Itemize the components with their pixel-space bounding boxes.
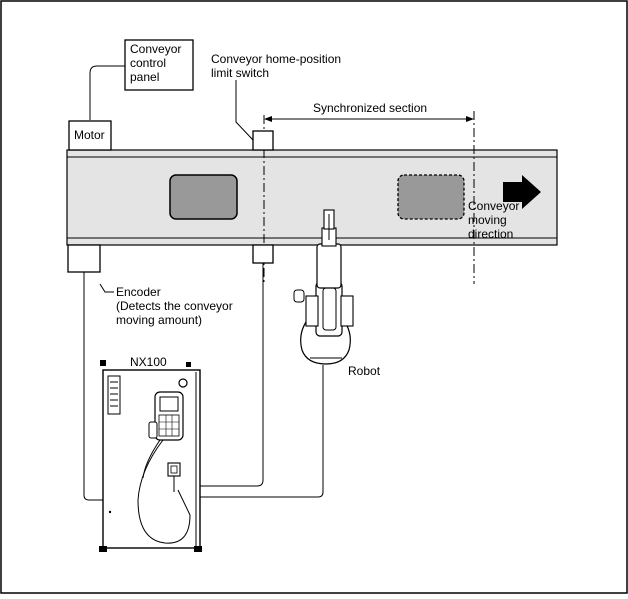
conveyor-direction-label: Conveyor moving direction — [468, 199, 523, 241]
robot — [293, 209, 354, 365]
pendant-cable — [137, 439, 191, 544]
controller-mark-right — [186, 362, 191, 367]
robot-upper-arm — [316, 243, 342, 289]
workpiece-current — [169, 174, 238, 220]
control-panel-cable — [89, 65, 125, 120]
pendant-connector — [167, 462, 181, 477]
sync-arrow-left-icon — [264, 116, 272, 122]
controller-mark-left — [100, 360, 106, 366]
conveyor-control-panel: Conveyor control panel — [124, 39, 194, 91]
encoder-label: Encoder (Detects the conveyor moving amo… — [116, 285, 236, 327]
pendant-keypad — [158, 414, 180, 437]
limit-switch-cable — [200, 263, 264, 487]
robot-shoulder-left — [305, 295, 319, 327]
controller-foot-right — [194, 546, 202, 552]
pendant-grip — [148, 421, 158, 439]
robot-lower-arm-inner — [322, 287, 337, 331]
pendant-cable-inner — [142, 439, 161, 479]
limit-switch-label: Conveyor home-position limit switch — [211, 52, 344, 80]
controller-foot-left — [99, 546, 107, 552]
controller-switch-panel — [107, 375, 121, 415]
encoder-cable — [83, 272, 104, 501]
power-switch-icon — [178, 378, 188, 388]
motor-box — [68, 120, 112, 151]
limit-switch-leader — [235, 80, 254, 141]
sync-arrow-right-icon — [466, 116, 474, 122]
limit-switch-bottom — [252, 244, 274, 264]
pendant-screen — [159, 396, 179, 412]
workpiece-target — [397, 174, 465, 220]
motor-label: Motor — [74, 128, 105, 142]
limit-switch-top — [252, 130, 274, 151]
conveyor — [66, 149, 558, 246]
controller-label: NX100 — [130, 355, 167, 369]
robot-motor-cap — [293, 289, 305, 303]
conveyor-body — [66, 149, 558, 246]
programming-pendant — [148, 391, 184, 441]
encoder-box — [67, 244, 101, 273]
robot-cable — [200, 365, 324, 498]
control-panel-box — [124, 39, 194, 91]
control-panel-label: Conveyor control panel — [130, 42, 185, 84]
encoder-leader — [99, 283, 114, 293]
sync-section-label: Synchronized section — [313, 101, 427, 115]
controller-cabinet: NX100 — [99, 355, 202, 552]
robot-label: Robot — [348, 364, 381, 378]
direction-arrow-icon — [503, 175, 541, 209]
robot-shoulder-right — [340, 295, 354, 327]
